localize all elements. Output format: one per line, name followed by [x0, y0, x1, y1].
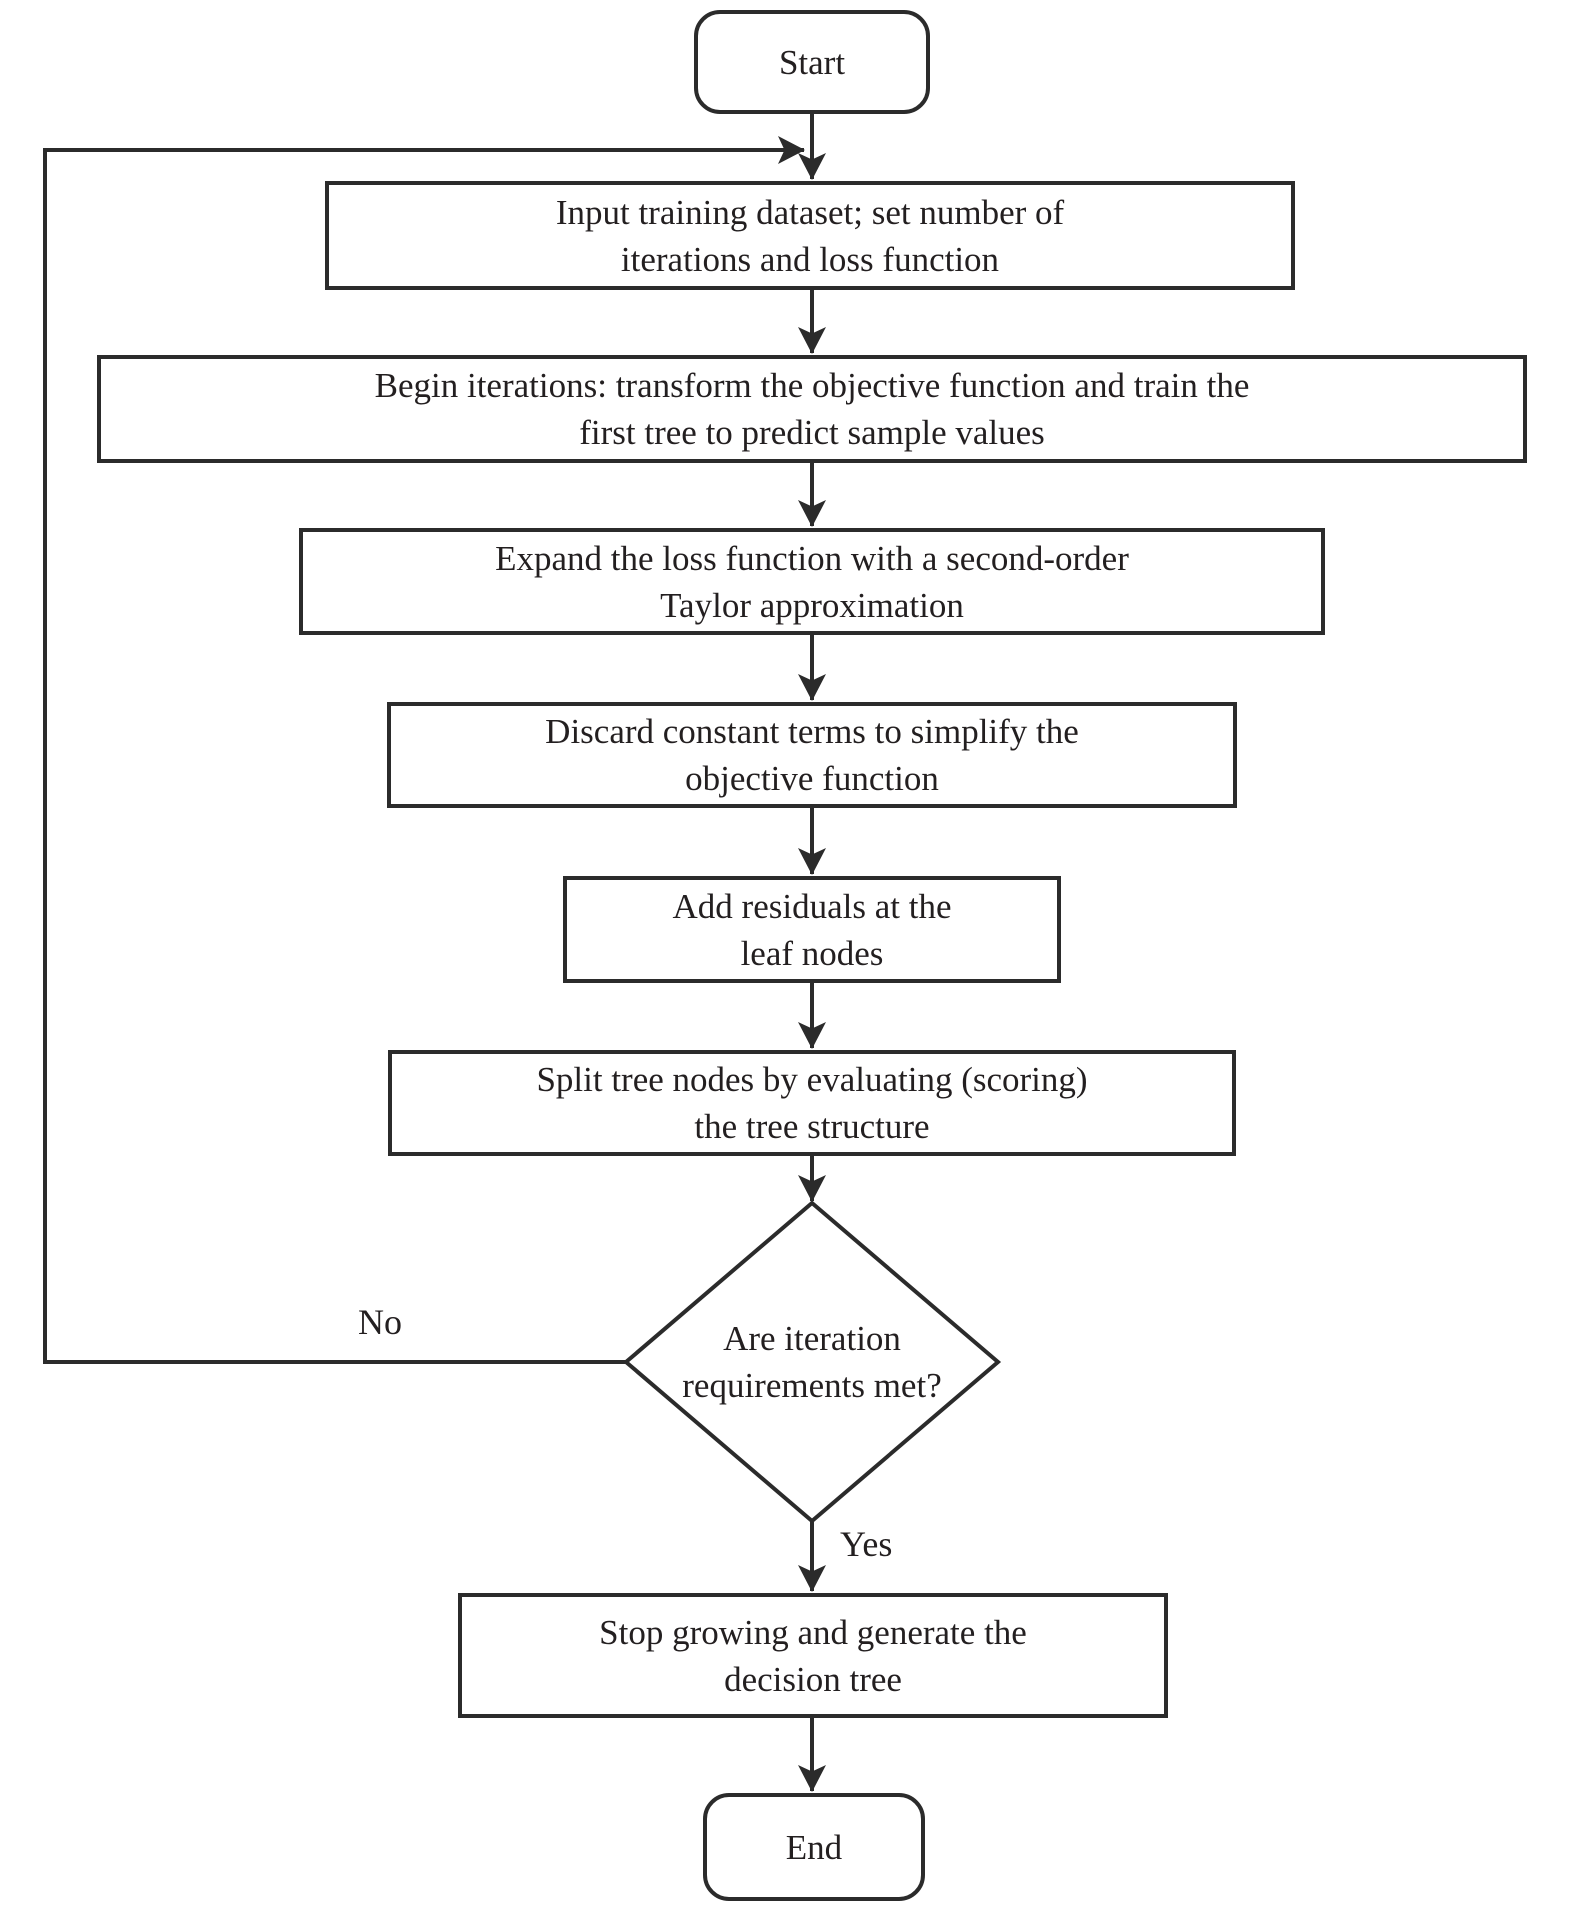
- process-taylor-expansion: Expand the loss function with a second-o…: [299, 528, 1325, 635]
- process-add-residuals: Add residuals at the leaf nodes: [563, 876, 1061, 983]
- process-line: Discard constant terms to simplify the: [545, 712, 1079, 751]
- process-line: Input training dataset; set number of: [555, 192, 1065, 232]
- start-node: Start: [694, 10, 930, 114]
- process-line: leaf nodes: [740, 933, 884, 973]
- end-label: End: [785, 1827, 843, 1867]
- branch-label-yes: Yes: [840, 1524, 893, 1564]
- process-split-nodes: Split tree nodes by evaluating (scoring)…: [388, 1050, 1236, 1156]
- process-line: Expand the loss function with a second-o…: [495, 538, 1129, 578]
- process-input-dataset: Input training dataset; set number of it…: [325, 181, 1295, 290]
- process-line: the tree structure: [694, 1107, 930, 1146]
- start-label: Start: [778, 42, 846, 82]
- process-line: Add residuals at the: [672, 886, 952, 926]
- process-line: Stop growing and generate the: [599, 1612, 1027, 1652]
- process-line: Taylor approximation: [660, 585, 964, 625]
- decision-line: Are iteration: [723, 1319, 901, 1358]
- decision-node: Are iteration requirements met?: [626, 1203, 998, 1521]
- branch-label-no: No: [358, 1302, 402, 1342]
- process-discard-constants: Discard constant terms to simplify the o…: [387, 702, 1237, 808]
- process-line: Split tree nodes by evaluating (scoring): [536, 1060, 1088, 1099]
- process-begin-iterations: Begin iterations: transform the objectiv…: [97, 355, 1527, 463]
- process-line: iterations and loss function: [620, 239, 1000, 279]
- process-line: decision tree: [724, 1659, 902, 1699]
- process-stop-growing: Stop growing and generate the decision t…: [458, 1593, 1168, 1718]
- end-node: End: [703, 1793, 925, 1901]
- process-line: Begin iterations: transform the objectiv…: [374, 366, 1250, 405]
- process-line: objective function: [685, 759, 939, 798]
- decision-line: requirements met?: [682, 1366, 942, 1405]
- edge-no-loopback: [43, 136, 805, 1364]
- process-line: first tree to predict sample values: [579, 413, 1045, 452]
